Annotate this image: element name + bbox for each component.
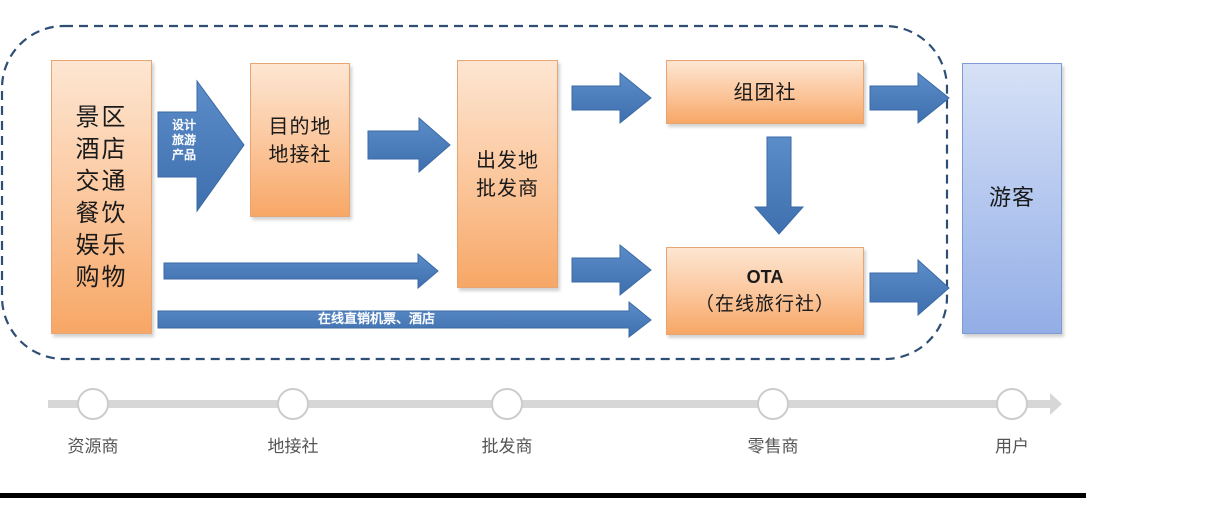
timeline-node-resource bbox=[77, 388, 109, 420]
timeline-node-wholesaler bbox=[491, 388, 523, 420]
direct-sales-arrow bbox=[157, 300, 652, 339]
timeline-node-retailer bbox=[757, 388, 789, 420]
wholesaler-box: 出发地 批发商 bbox=[457, 60, 558, 288]
timeline-track bbox=[48, 393, 1062, 415]
timeline-label-user: 用户 bbox=[995, 437, 1029, 457]
timeline-node-agency bbox=[277, 388, 309, 420]
timeline-label-wholesaler: 批发商 bbox=[481, 437, 533, 457]
bottom-rule bbox=[0, 493, 1086, 498]
direct-sales-label: 在线直销机票、酒店 bbox=[318, 312, 436, 327]
arrow-agency-to-wholesaler bbox=[367, 116, 451, 174]
arrow-resources-to-wholesaler bbox=[163, 252, 439, 290]
arrow-tourgroup-to-tourist bbox=[869, 71, 950, 125]
arrow-tourgroup-to-ota bbox=[753, 136, 805, 235]
resources-box: 景区 酒店 交通 餐饮 娱乐 购物 bbox=[51, 60, 152, 334]
timeline-label-resource: 资源商 bbox=[67, 437, 119, 457]
design-product-label: 设计 旅游 产品 bbox=[171, 118, 196, 162]
ota-subtitle: （在线旅行社） bbox=[694, 293, 835, 315]
tourist-box: 游客 bbox=[962, 63, 1062, 334]
destination-agency-box: 目的地 地接社 bbox=[250, 63, 350, 217]
arrow-wholesaler-to-ota bbox=[571, 243, 652, 297]
timeline-label-agency: 地接社 bbox=[267, 437, 319, 457]
arrow-ota-to-tourist bbox=[869, 258, 950, 317]
tour-group-box: 组团社 bbox=[666, 60, 864, 124]
timeline-label-retailer: 零售商 bbox=[747, 437, 799, 457]
ota-box: OTA （在线旅行社） bbox=[666, 247, 864, 335]
ota-title: OTA bbox=[746, 267, 784, 287]
design-product-arrow bbox=[157, 79, 245, 213]
industry-boundary bbox=[0, 24, 949, 361]
arrow-wholesaler-to-tourgroup bbox=[571, 71, 652, 125]
timeline-node-user bbox=[996, 388, 1028, 420]
